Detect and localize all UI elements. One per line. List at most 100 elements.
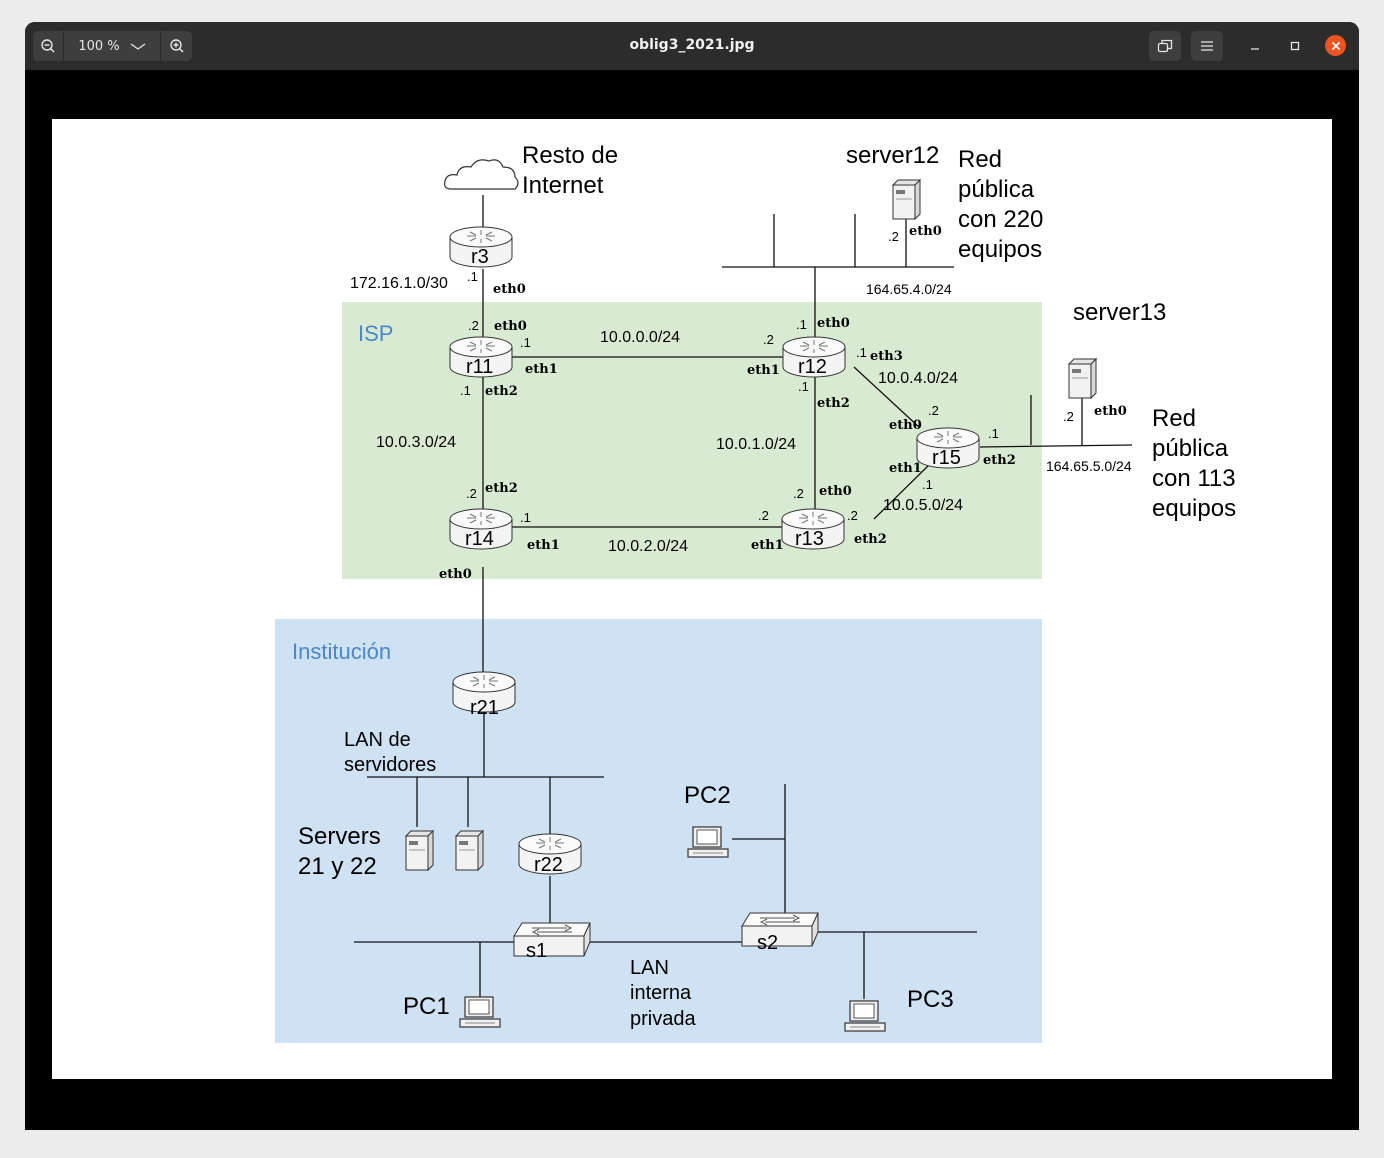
zoom-level: 100 % bbox=[78, 38, 120, 54]
switch-s2-icon[interactable] bbox=[741, 912, 819, 947]
maximize-button[interactable] bbox=[1285, 36, 1305, 56]
servers-label-line1: Servers bbox=[298, 823, 381, 850]
lan-servers-line2: servidores bbox=[344, 754, 436, 776]
r11-eth0-oct: .2 bbox=[468, 318, 479, 333]
server13-oct: .2 bbox=[1063, 409, 1074, 424]
net-10-0-1-label: 10.0.1.0/24 bbox=[716, 436, 796, 453]
close-button[interactable] bbox=[1325, 35, 1346, 56]
red-220-line3: con 220 bbox=[958, 206, 1043, 233]
r12-eth1-oct: .2 bbox=[763, 332, 774, 347]
r12-label: r12 bbox=[798, 356, 827, 378]
fit-window-icon bbox=[1157, 39, 1173, 53]
lan-servers-line1: LAN de bbox=[344, 729, 411, 751]
zoom-in-button[interactable] bbox=[161, 31, 192, 61]
red-113-line2: pública bbox=[1152, 435, 1229, 462]
pc1-label: PC1 bbox=[403, 993, 450, 1020]
r15-label: r15 bbox=[932, 447, 961, 469]
zoom-level-dropdown[interactable]: 100 % bbox=[64, 31, 160, 61]
server13-icon[interactable] bbox=[1068, 358, 1097, 399]
r14-eth2-label: eth2 bbox=[485, 481, 518, 496]
r15-eth2-oct: .1 bbox=[988, 426, 999, 441]
pc2-label: PC2 bbox=[684, 782, 731, 809]
r14-eth2-oct: .2 bbox=[466, 486, 477, 501]
r13-eth0-oct: .2 bbox=[793, 486, 804, 501]
network-diagram: r3 r11 r12 r14 r13 r15 r21 r22 s1 s2 ISP… bbox=[275, 142, 1236, 1043]
r15-eth0-label: eth0 bbox=[889, 418, 922, 433]
red-113-line3: con 113 bbox=[1152, 465, 1236, 492]
r15-eth2-label: eth2 bbox=[983, 453, 1016, 468]
internet-cloud-icon bbox=[444, 159, 519, 190]
server12-label: server12 bbox=[846, 142, 939, 169]
maximize-icon bbox=[1290, 41, 1300, 51]
isp-zone-label: ISP bbox=[358, 321, 393, 346]
s1-label: s1 bbox=[526, 940, 547, 962]
zoom-out-button[interactable] bbox=[33, 31, 63, 61]
r13-eth2-label: eth2 bbox=[854, 532, 887, 547]
title-bar: 100 % oblig3_2021.jpg bbox=[25, 22, 1359, 70]
red-220-line2: pública bbox=[958, 176, 1035, 203]
links bbox=[354, 195, 1133, 999]
r11-eth2-label: eth2 bbox=[485, 384, 518, 399]
r14-eth1-oct: .1 bbox=[520, 510, 531, 525]
r14-label: r14 bbox=[465, 528, 494, 550]
r15-eth1-oct: .1 bbox=[922, 477, 933, 492]
r11-eth1-label: eth1 bbox=[525, 362, 558, 377]
red-113-line1: Red bbox=[1152, 405, 1196, 432]
server21-icon[interactable] bbox=[405, 830, 434, 871]
net-10-0-5-label: 10.0.5.0/24 bbox=[883, 497, 963, 514]
lan-private-line3: privada bbox=[630, 1008, 696, 1030]
internet-label-line1: Resto de bbox=[522, 142, 618, 169]
fit-window-button[interactable] bbox=[1149, 31, 1181, 61]
window-title: oblig3_2021.jpg bbox=[629, 37, 755, 53]
zoom-in-icon bbox=[169, 39, 184, 53]
chevron-down-icon bbox=[130, 43, 146, 50]
r14-eth1-label: eth1 bbox=[527, 538, 560, 553]
internet-label-line2: Internet bbox=[522, 172, 604, 199]
hamburger-menu-icon bbox=[1201, 41, 1213, 51]
net-10-0-2-label: 10.0.2.0/24 bbox=[608, 538, 688, 555]
main-menu-button[interactable] bbox=[1191, 31, 1223, 61]
r3-oct: .1 bbox=[467, 269, 478, 284]
minimize-button[interactable] bbox=[1245, 36, 1265, 56]
server12-oct: .2 bbox=[888, 229, 899, 244]
r13-label: r13 bbox=[795, 528, 824, 550]
net-10-0-0-label: 10.0.0.0/24 bbox=[600, 329, 680, 346]
institution-zone-label: Institución bbox=[292, 639, 391, 664]
server12-icon[interactable] bbox=[892, 179, 921, 220]
r12-eth0-oct: .1 bbox=[796, 317, 807, 332]
r12-eth3-label: eth3 bbox=[870, 349, 903, 364]
r3-label: r3 bbox=[471, 246, 489, 268]
r13-eth0-label: eth0 bbox=[819, 484, 852, 499]
r11-eth1-oct: .1 bbox=[520, 335, 531, 350]
server22-icon[interactable] bbox=[455, 830, 484, 871]
r11-eth2-oct: .1 bbox=[460, 383, 471, 398]
r12-eth2-oct: .1 bbox=[798, 379, 809, 394]
net-10-0-3-label: 10.0.3.0/24 bbox=[376, 434, 456, 451]
close-icon bbox=[1331, 41, 1340, 50]
r13-eth2-oct: .2 bbox=[847, 508, 858, 523]
image-canvas: r3 r11 r12 r14 r13 r15 r21 r22 s1 s2 ISP… bbox=[52, 119, 1332, 1079]
r12-eth1-label: eth1 bbox=[747, 363, 780, 378]
r12-eth3-oct: .1 bbox=[856, 345, 867, 360]
zoom-controls: 100 % bbox=[33, 31, 192, 61]
net-164-5-label: 164.65.5.0/24 bbox=[1046, 458, 1132, 474]
r3-eth0-label: eth0 bbox=[493, 282, 526, 297]
lan-private-line1: LAN bbox=[630, 957, 669, 979]
zoom-out-icon bbox=[41, 39, 55, 53]
red-220-line4: equipos bbox=[958, 236, 1042, 263]
r15-eth0-oct: .2 bbox=[928, 403, 939, 418]
net-10-0-4-label: 10.0.4.0/24 bbox=[878, 370, 958, 387]
red-220-line1: Red bbox=[958, 146, 1002, 173]
servers-label-line2: 21 y 22 bbox=[298, 853, 377, 880]
net-164-4-label: 164.65.4.0/24 bbox=[866, 281, 952, 297]
r12-eth0-label: eth0 bbox=[817, 316, 850, 331]
r12-eth2-label: eth2 bbox=[817, 396, 850, 411]
r11-eth0-label: eth0 bbox=[494, 319, 527, 334]
r13-eth1-label: eth1 bbox=[751, 538, 784, 553]
r15-eth1-label: eth1 bbox=[889, 461, 922, 476]
r21-label: r21 bbox=[470, 697, 499, 719]
server13-label: server13 bbox=[1073, 299, 1166, 326]
s2-label: s2 bbox=[757, 932, 778, 954]
server13-eth0-label: eth0 bbox=[1094, 404, 1127, 419]
r11-label: r11 bbox=[466, 356, 493, 378]
